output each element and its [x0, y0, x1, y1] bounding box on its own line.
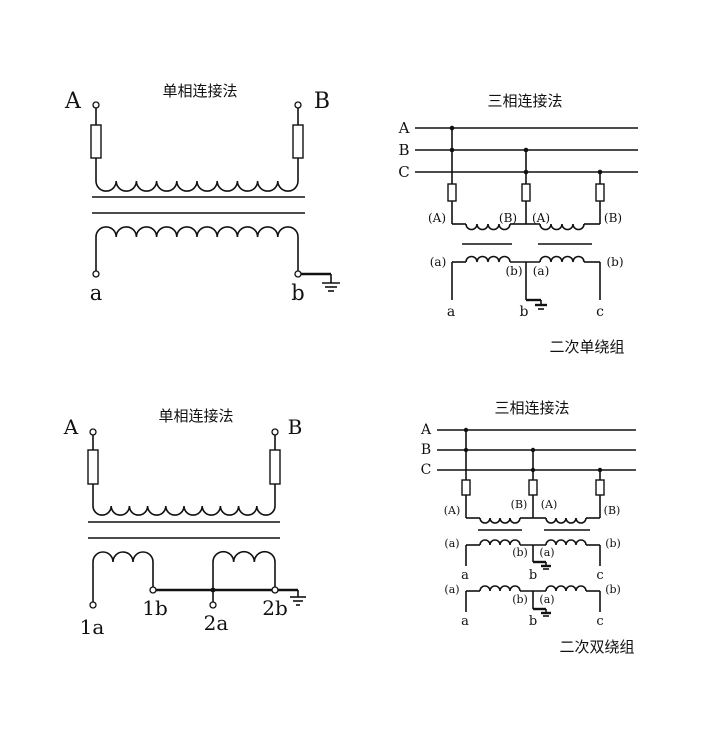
diagram4-caption: 二次双绕组 — [559, 638, 634, 656]
secondary-1-right-winding — [545, 539, 587, 546]
secondary-left-start-label: (a) — [430, 255, 447, 269]
line-label-B: B — [398, 141, 409, 159]
fuse-phase-A — [447, 183, 457, 202]
diagram-single-phase-dual-secondary: 单相连接法 A B 1a 1b 2 — [63, 407, 306, 639]
output-label-c: c — [596, 304, 604, 320]
secondary-left-end-label: (b) — [505, 264, 522, 278]
fuse-phase-A — [461, 479, 471, 496]
terminal-A — [92, 101, 100, 109]
line-label-A: A — [398, 119, 410, 137]
fuse-B — [269, 449, 281, 485]
fuse-B — [292, 124, 304, 159]
diagram1-title: 单相连接法 — [162, 82, 237, 100]
secondary-2-output-label-b: b — [529, 614, 537, 629]
secondary-1-right-end-label: (b) — [605, 537, 621, 550]
primary-right-start-label: (A) — [532, 211, 550, 225]
secondary-1-right-start-label: (a) — [539, 546, 554, 559]
terminal-2a — [209, 601, 217, 609]
primary-left-winding — [465, 223, 511, 231]
primary-winding — [92, 505, 276, 516]
diagram3-title: 单相连接法 — [158, 407, 233, 425]
primary-right-end-label: (B) — [604, 211, 622, 225]
primary-winding — [95, 180, 299, 192]
fuse-phase-C — [595, 479, 605, 496]
secondary-winding — [95, 226, 299, 238]
line-label-A: A — [420, 422, 432, 438]
output-label-a: a — [447, 304, 455, 320]
primary-right-start-label: (A) — [541, 498, 558, 511]
terminal-B — [294, 101, 302, 109]
secondary-2-right-winding — [545, 585, 587, 592]
output-label-b: b — [520, 304, 529, 320]
fuse-A — [87, 449, 99, 485]
terminal-2b — [271, 586, 279, 594]
primary-terminal-label-B: B — [314, 89, 330, 114]
terminal-1a — [89, 601, 97, 609]
secondary-right-end-label: (b) — [606, 255, 623, 269]
line-label-C: C — [421, 462, 432, 478]
terminal-label-2b: 2b — [262, 596, 288, 620]
diagram-three-phase-dual-secondary: 三相连接法 A B C (A) (B) (A) (B) — [420, 399, 636, 656]
junction-2a — [210, 587, 216, 593]
primary-left-end-label: (B) — [499, 211, 517, 225]
terminal-label-1a: 1a — [80, 615, 105, 639]
secondary-2-right-start-label: (a) — [539, 593, 554, 606]
line-label-B: B — [421, 442, 431, 458]
diagram-three-phase-single-secondary: 三相连接法 A B C (A) (B) (A) (B) — [398, 92, 638, 356]
terminal-label-1b: 1b — [142, 596, 168, 620]
terminal-A — [89, 428, 97, 436]
primary-right-winding — [539, 223, 585, 231]
secondary-2-output-label-c: c — [596, 614, 603, 629]
primary-left-start-label: (A) — [444, 504, 461, 517]
secondary-1-left-end-label: (b) — [512, 546, 528, 559]
secondary-left-winding — [465, 255, 511, 263]
primary-left-winding — [479, 517, 521, 524]
line-label-C: C — [398, 163, 409, 181]
secondary-right-winding — [539, 255, 585, 263]
secondary-2-winding — [212, 550, 276, 563]
secondary-right-start-label: (a) — [533, 264, 550, 278]
ground-icon — [290, 590, 306, 606]
primary-terminal-label-A: A — [64, 89, 82, 114]
ground-icon — [322, 274, 340, 292]
ground-icon — [535, 300, 547, 310]
primary-right-winding — [545, 517, 587, 524]
ground-icon — [541, 609, 551, 617]
secondary-1-winding — [92, 551, 154, 563]
terminal-a — [92, 270, 100, 278]
fuse-A — [90, 124, 102, 159]
terminal-1b — [149, 586, 157, 594]
diagram-single-phase-single-secondary: 单相连接法 A B a b — [64, 82, 340, 305]
primary-left-start-label: (A) — [428, 211, 446, 225]
diagram4-title: 三相连接法 — [494, 399, 569, 417]
fuse-phase-C — [595, 183, 605, 202]
terminal-label-2a: 2a — [204, 611, 229, 635]
terminal-b — [294, 270, 302, 278]
primary-left-end-label: (B) — [511, 498, 528, 511]
secondary-2-left-start-label: (a) — [444, 583, 459, 596]
secondary-2-left-end-label: (b) — [512, 593, 528, 606]
secondary-2-right-end-label: (b) — [605, 583, 621, 596]
secondary-1-left-start-label: (a) — [444, 537, 459, 550]
ground-icon — [541, 562, 551, 570]
secondary-1-left-winding — [479, 539, 521, 546]
secondary-terminal-label-b: b — [291, 281, 304, 305]
primary-terminal-label-B: B — [288, 415, 303, 439]
terminal-B — [271, 428, 279, 436]
secondary-1-output-label-c: c — [596, 568, 603, 583]
secondary-1-output-label-b: b — [529, 568, 537, 583]
secondary-terminal-label-a: a — [90, 281, 103, 305]
fuse-phase-B — [528, 479, 538, 496]
diagram2-title: 三相连接法 — [487, 92, 562, 110]
secondary-2-left-winding — [479, 585, 521, 592]
secondary-2-output-label-a: a — [461, 614, 469, 629]
diagram2-caption: 二次单绕组 — [549, 338, 624, 356]
secondary-1-output-label-a: a — [461, 568, 469, 583]
primary-terminal-label-A: A — [63, 415, 79, 439]
primary-right-end-label: (B) — [604, 504, 621, 517]
fuse-phase-B — [521, 183, 531, 202]
